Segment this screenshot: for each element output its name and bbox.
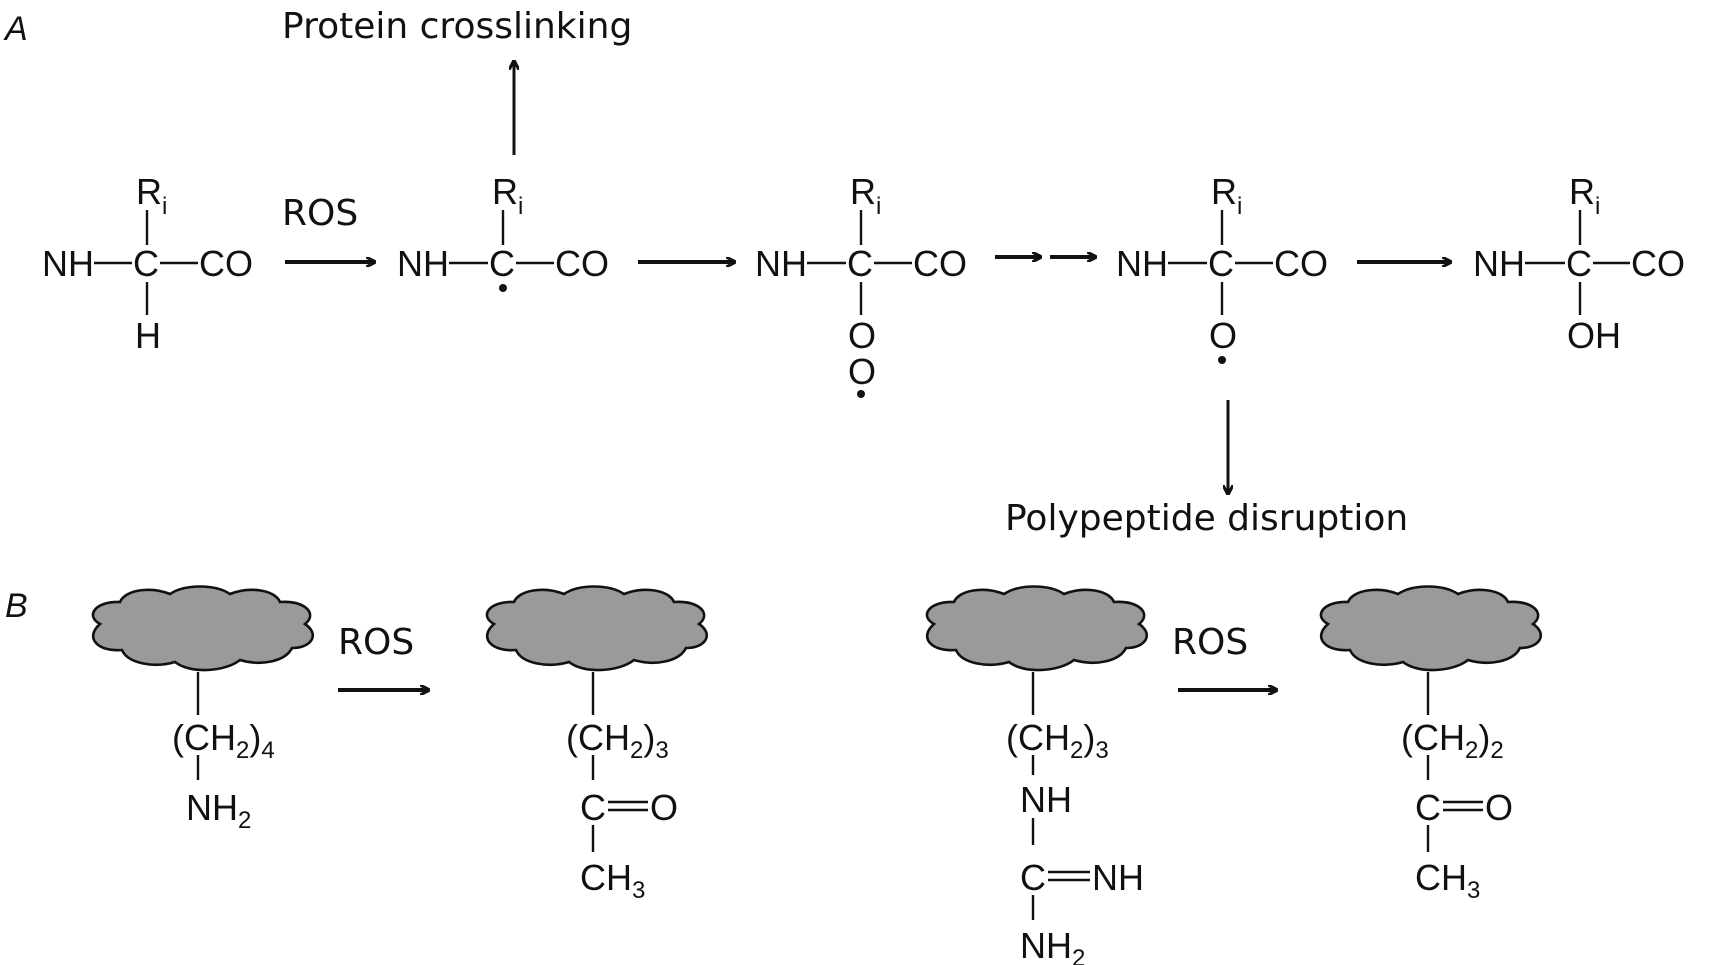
svg-text:CO: CO bbox=[1631, 243, 1685, 284]
svg-text:OH: OH bbox=[1567, 315, 1621, 356]
svg-text:NH2: NH2 bbox=[1020, 925, 1085, 965]
protein-cloud-icon bbox=[485, 585, 709, 672]
svg-text:NH: NH bbox=[1116, 243, 1168, 284]
protein-cloud-icon bbox=[91, 585, 315, 672]
svg-text:NH: NH bbox=[1020, 779, 1072, 820]
panel-label-b: B bbox=[5, 587, 28, 625]
svg-text:O: O bbox=[848, 351, 876, 392]
svg-text:O: O bbox=[1209, 315, 1237, 356]
svg-text:CO: CO bbox=[1274, 243, 1328, 284]
svg-text:(CH2)3: (CH2)3 bbox=[1006, 717, 1109, 764]
svg-text:Ri: Ri bbox=[1211, 171, 1242, 220]
lysine-product: (CH2)3 C O CH3 bbox=[485, 585, 709, 904]
svg-text:C: C bbox=[580, 787, 606, 828]
svg-text:C: C bbox=[1208, 243, 1234, 284]
svg-text:C: C bbox=[847, 243, 873, 284]
svg-text:O: O bbox=[1485, 787, 1513, 828]
svg-text:NH: NH bbox=[1092, 857, 1144, 898]
ros-label-b1: ROS bbox=[338, 622, 414, 663]
svg-text:NH2: NH2 bbox=[186, 787, 251, 834]
protein-crosslinking-label: Protein crosslinking bbox=[282, 6, 632, 47]
panel-label-a: A bbox=[3, 10, 28, 48]
svg-text:(CH2)3: (CH2)3 bbox=[566, 717, 669, 764]
molecule-3-peroxyl-radical: Ri NH C CO O O bbox=[755, 171, 967, 398]
arginine-product: (CH2)2 C O CH3 bbox=[1319, 585, 1543, 904]
svg-text:Ri: Ri bbox=[850, 171, 881, 220]
polypeptide-disruption-label: Polypeptide disruption bbox=[1005, 498, 1408, 539]
svg-text:C: C bbox=[1566, 243, 1592, 284]
svg-text:NH: NH bbox=[1473, 243, 1525, 284]
radical-dot bbox=[857, 390, 865, 398]
svg-text:CH3: CH3 bbox=[580, 857, 645, 904]
svg-text:Ri: Ri bbox=[1569, 171, 1600, 220]
svg-text:NH: NH bbox=[397, 243, 449, 284]
svg-text:CO: CO bbox=[555, 243, 609, 284]
svg-text:O: O bbox=[650, 787, 678, 828]
svg-text:Ri: Ri bbox=[136, 171, 167, 220]
protein-cloud-icon bbox=[1319, 585, 1543, 672]
svg-text:Ri: Ri bbox=[492, 171, 523, 220]
svg-text:O: O bbox=[848, 315, 876, 356]
svg-text:(CH2)2: (CH2)2 bbox=[1401, 717, 1504, 764]
svg-text:H: H bbox=[135, 315, 161, 356]
ros-label-b2: ROS bbox=[1172, 622, 1248, 663]
svg-text:C: C bbox=[489, 243, 515, 284]
svg-text:NH: NH bbox=[42, 243, 94, 284]
lysine-residue: (CH2)4 NH2 bbox=[91, 585, 315, 834]
svg-text:C: C bbox=[133, 243, 159, 284]
svg-text:(CH2)4: (CH2)4 bbox=[172, 717, 275, 764]
svg-text:CO: CO bbox=[913, 243, 967, 284]
molecule-4-alkoxyl-radical: Ri NH C CO O bbox=[1116, 171, 1328, 364]
molecule-1-amino-acid: Ri NH C CO H bbox=[42, 171, 253, 356]
arginine-residue: (CH2)3 NH C NH NH2 bbox=[925, 585, 1149, 965]
molecule-5-hydroxylated: Ri NH C CO OH bbox=[1473, 171, 1685, 356]
ros-label-a1: ROS bbox=[282, 193, 358, 234]
radical-dot bbox=[1218, 356, 1226, 364]
svg-text:C: C bbox=[1415, 787, 1441, 828]
svg-text:C: C bbox=[1020, 857, 1046, 898]
svg-text:CO: CO bbox=[199, 243, 253, 284]
molecule-2-carbon-radical: Ri NH C CO bbox=[397, 171, 609, 292]
svg-text:NH: NH bbox=[755, 243, 807, 284]
protein-cloud-icon bbox=[925, 585, 1149, 672]
radical-dot bbox=[499, 284, 507, 292]
svg-text:CH3: CH3 bbox=[1415, 857, 1480, 904]
